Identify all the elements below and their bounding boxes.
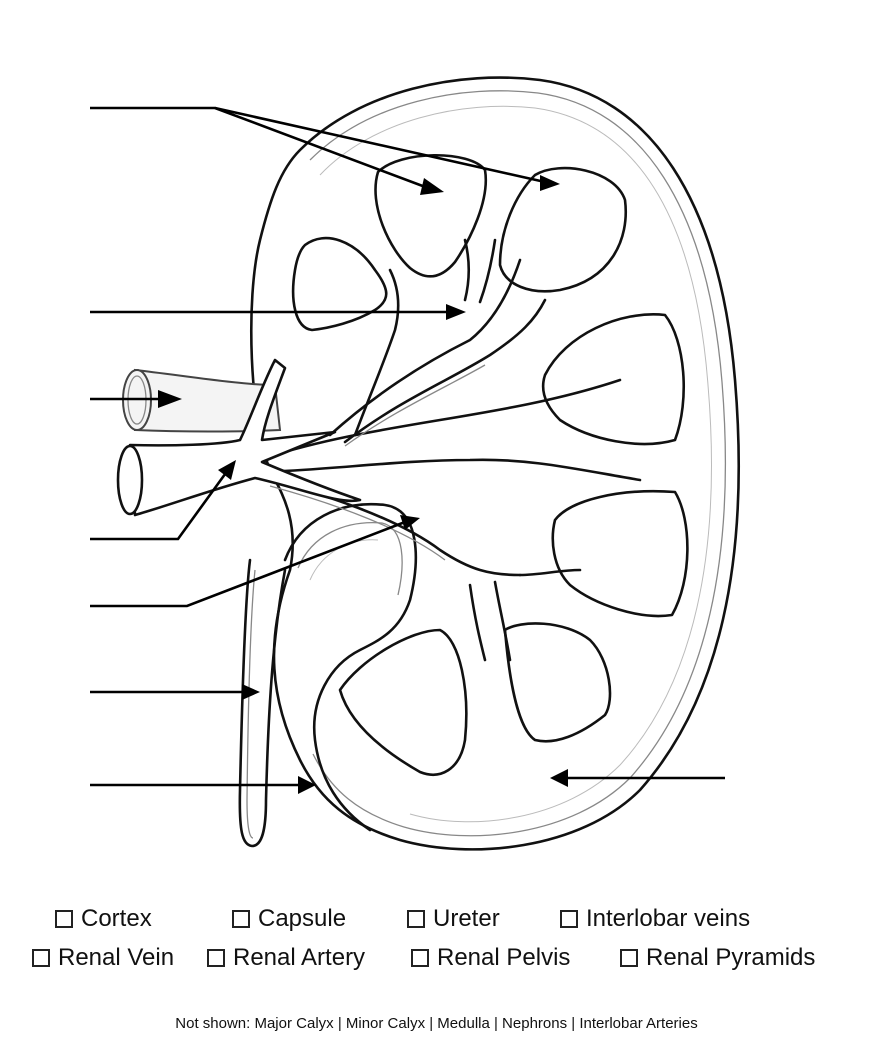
interlobar-vessels xyxy=(258,238,642,662)
legend-label: Renal Pelvis xyxy=(437,944,571,971)
legend-label: Ureter xyxy=(433,905,500,932)
checkbox-renal-pelvis[interactable] xyxy=(411,949,429,967)
legend-label: Renal Vein xyxy=(58,944,175,971)
checkbox-renal-artery[interactable] xyxy=(207,949,225,967)
renal-pyramids xyxy=(291,153,689,776)
pyramid-right-lower xyxy=(551,489,689,618)
legend-label: Renal Artery xyxy=(233,944,366,971)
legend-label: Cortex xyxy=(81,905,152,932)
legend-item-renal-pelvis[interactable]: Renal Pelvis xyxy=(411,944,570,972)
kidney-capsule xyxy=(249,76,740,851)
pyramid-bottom-left xyxy=(338,628,468,776)
not-shown-footnote: Not shown: Major Calyx | Minor Calyx | M… xyxy=(175,1015,698,1032)
leader-renal-artery xyxy=(90,469,230,541)
legend-item-renal-vein[interactable]: Renal Vein xyxy=(32,944,174,972)
pyramid-top-right xyxy=(498,166,628,293)
checkbox-cortex[interactable] xyxy=(55,910,73,928)
checkbox-ureter[interactable] xyxy=(407,910,425,928)
pyramid-bottom-right xyxy=(503,622,612,743)
pyramid-left xyxy=(291,236,388,332)
leader-renal-pelvis xyxy=(90,520,406,608)
kidney-diagram xyxy=(90,76,740,851)
checkbox-interlobar-veins[interactable] xyxy=(560,910,578,928)
pyramid-top-left xyxy=(374,153,488,278)
legend-item-renal-artery[interactable]: Renal Artery xyxy=(207,944,365,972)
legend-item-interlobar-veins[interactable]: Interlobar veins xyxy=(560,905,750,933)
checkbox-renal-vein[interactable] xyxy=(32,949,50,967)
legend-label: Capsule xyxy=(258,905,347,932)
label-leaders xyxy=(90,106,725,794)
renal-vein xyxy=(122,368,282,433)
legend-item-capsule[interactable]: Capsule xyxy=(232,905,346,933)
legend-item-ureter[interactable]: Ureter xyxy=(407,905,500,933)
checkbox-capsule[interactable] xyxy=(232,910,250,928)
legend-item-cortex[interactable]: Cortex xyxy=(55,905,152,933)
checkbox-renal-pyramids[interactable] xyxy=(620,949,638,967)
legend-label: Interlobar veins xyxy=(586,905,751,932)
renal-artery xyxy=(116,358,362,517)
legend-item-renal-pyramids[interactable]: Renal Pyramids xyxy=(620,944,815,972)
pyramid-right-upper xyxy=(541,313,685,446)
legend-label: Renal Pyramids xyxy=(646,944,816,971)
ureter xyxy=(238,558,287,848)
